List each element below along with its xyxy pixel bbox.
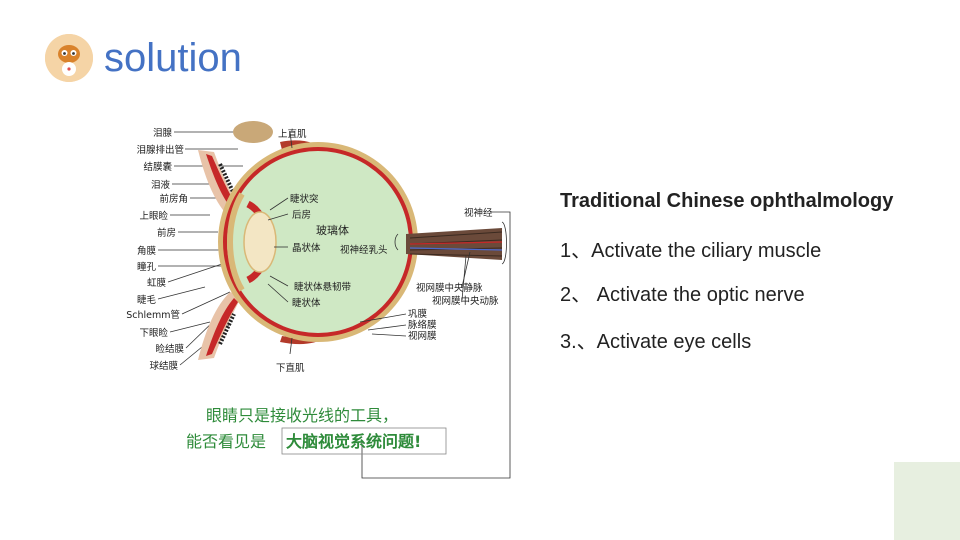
label-choroid: 脉络膜	[408, 319, 437, 331]
label-iris: 虹膜	[147, 278, 167, 289]
label-anterior-chamber-angle: 前房角	[159, 193, 188, 205]
label-eyelash: 睫毛	[137, 294, 157, 306]
label-retina: 视网膜	[408, 330, 437, 342]
label-lens: 晶状体	[292, 242, 321, 254]
list-item-3: 3.、Activate eye cells	[560, 331, 752, 353]
caption-line-1: 眼睛只是接收光线的工具，	[206, 406, 398, 425]
lacrimal-gland	[233, 121, 273, 143]
caption-line-2-prefix: 能否看见是	[186, 432, 266, 451]
label-inferior-rectus: 下直肌	[276, 362, 305, 374]
label-posterior-chamber: 后房	[292, 209, 311, 221]
label-vitreous: 玻璃体	[316, 223, 349, 237]
label-lacrimal-duct: 泪腺排出管	[136, 144, 184, 156]
lens	[243, 211, 277, 273]
decorative-corner-block	[894, 462, 960, 540]
label-superior-rectus: 上直肌	[278, 128, 307, 140]
eye-anatomy-diagram: 泪腺 泪腺排出管 结膜囊 泪液 前房角 上眼睑 前房 角膜 瞳孔 虹膜 睫毛 S…	[126, 121, 511, 479]
section-heading: Traditional Chinese ophthalmology	[560, 190, 894, 212]
label-conjunctival-sac: 结膜囊	[143, 161, 172, 173]
label-lower-eyelid: 下眼睑	[139, 327, 168, 339]
label-anterior-chamber: 前房	[157, 227, 176, 239]
label-schlemm-canal: Schlemm管	[126, 309, 180, 321]
label-optic-nerve: 视神经	[464, 207, 493, 219]
label-bulbar-conjunctiva: 球结膜	[149, 360, 178, 372]
label-palpebral-conjunctiva: 睑结膜	[155, 343, 184, 355]
page-title: solution	[104, 36, 242, 80]
caption-highlight: 大脑视觉系统问题!	[286, 432, 421, 451]
label-pupil: 瞳孔	[137, 261, 157, 273]
label-sclera: 巩膜	[408, 309, 428, 320]
label-tears: 泪液	[151, 179, 171, 191]
label-lacrimal-gland: 泪腺	[153, 127, 173, 139]
label-zonule: 睫状体悬韧带	[294, 281, 352, 293]
label-upper-eyelid: 上眼睑	[139, 210, 168, 222]
label-ciliary-body: 睫状体	[292, 297, 321, 309]
label-retinal-vein: 视网膜中央静脉	[416, 282, 483, 294]
label-ciliary-process: 睫状突	[290, 193, 319, 205]
label-cornea: 角膜	[137, 245, 157, 257]
list-item-1: 1、Activate the ciliary muscle	[560, 240, 822, 262]
label-retinal-artery: 视网膜中央动脉	[432, 295, 499, 307]
list-item-2: 2、 Activate the optic nerve	[560, 284, 805, 306]
label-optic-disc: 视神经乳头	[340, 244, 388, 256]
logo-icon	[45, 34, 93, 82]
